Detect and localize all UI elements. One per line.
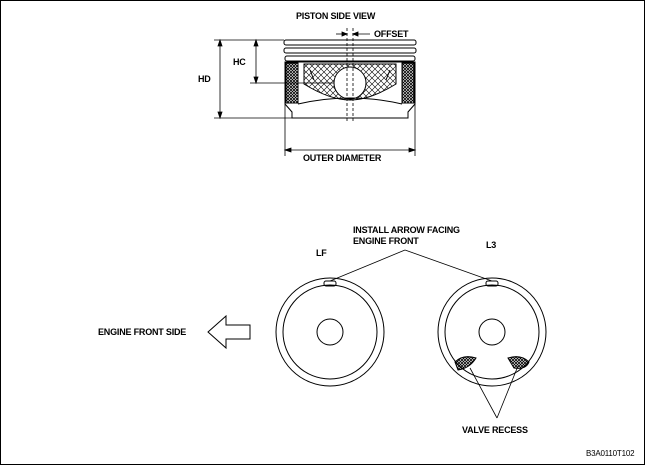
oil-holes [309, 69, 391, 81]
lf-outer-edge [275, 277, 385, 387]
valve-recess-left [454, 356, 477, 371]
piston-skirt [284, 61, 416, 119]
outer-diameter-label: OUTER DIAMETER [303, 153, 382, 163]
side-view-dimensions [214, 31, 417, 156]
ring-land-2 [283, 47, 417, 54]
piston-top-l3 [437, 277, 547, 387]
ring-land-1 [283, 39, 417, 46]
valve-recess-right [507, 356, 530, 369]
install-arrow-label-line2: ENGINE FRONT [353, 236, 419, 246]
piston-top-lf [275, 277, 385, 387]
engine-front-side-label: ENGINE FRONT SIDE [98, 327, 187, 337]
lf-inner-ring [282, 284, 378, 380]
hc-label: HC [233, 57, 246, 67]
piston-pin-bore [333, 66, 367, 100]
l3-center-bowl [478, 318, 506, 346]
figure-code: B3A0110T102 [586, 449, 635, 458]
skirt-curve [297, 97, 403, 105]
ring-land-3 [284, 55, 416, 62]
engine-front-arrow-icon [207, 314, 251, 350]
side-view-title: PISTON SIDE VIEW [296, 11, 376, 21]
lf-center-bowl [316, 318, 344, 346]
valve-recess-leaders [469, 365, 519, 419]
right-wall-section [401, 62, 415, 104]
offset-label: OFFSET [374, 29, 409, 39]
lf-engine-label: LF [316, 248, 327, 258]
install-arrow-label-line1: INSTALL ARROW FACING [353, 225, 460, 235]
piston-side-view [283, 28, 417, 122]
l3-engine-label: L3 [486, 240, 497, 250]
install-leader-lines [329, 249, 493, 282]
l3-outer-edge [437, 277, 547, 387]
valve-recess-label: VALVE RECESS [462, 425, 528, 435]
hd-label: HD [198, 74, 211, 84]
l3-inner-ring [444, 284, 540, 380]
